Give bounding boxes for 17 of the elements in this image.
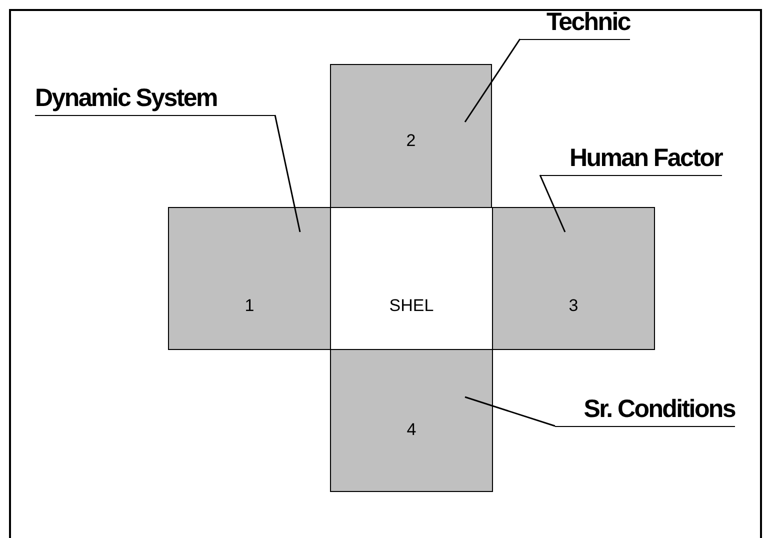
block-number: 2 [405,131,417,151]
square-block [168,207,331,350]
leader-line [464,38,521,122]
callout-label: Technic [520,8,630,40]
leader-line [539,174,566,232]
square-block [492,207,655,350]
block-number: 3 [568,296,580,316]
square-block [330,349,493,492]
block-number: 1 [244,296,256,316]
leader-line [464,396,556,427]
callout-label: Dynamic System [35,84,275,116]
block-number: SHEL [388,296,435,316]
square-block [330,64,492,208]
callout-label: Human Factor [540,144,722,176]
block-number: 4 [406,420,418,440]
leader-line [274,114,301,232]
callout-label: Sr. Conditions [555,395,735,427]
